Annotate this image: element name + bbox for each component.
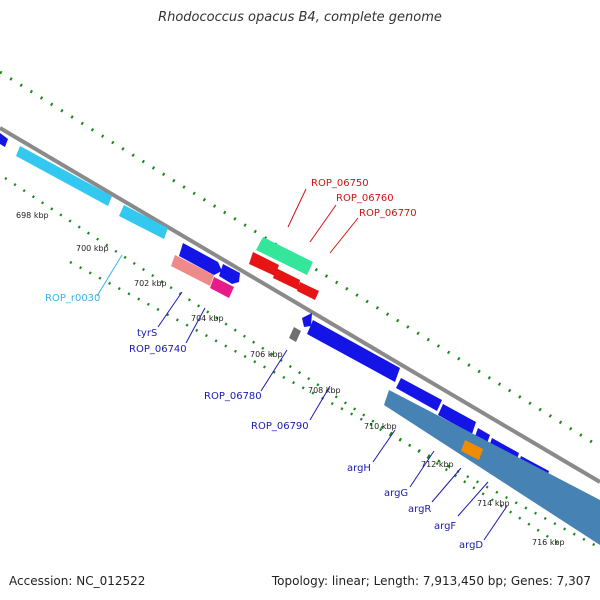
lower-features — [16, 146, 600, 545]
kbp-label: 708 kbp — [308, 386, 341, 395]
feature-argG[interactable] — [438, 404, 476, 434]
label-rop-06790[interactable]: ROP_06790 — [251, 421, 309, 432]
tick-track-lower-1 — [4, 176, 566, 550]
tick-track-upper — [0, 70, 600, 449]
kbp-label: 716 kbp — [532, 538, 565, 547]
label-argR[interactable]: argR — [408, 504, 431, 515]
label-rop-06770[interactable]: ROP_06770 — [359, 208, 417, 219]
label-tyrS[interactable]: tyrS — [137, 328, 157, 339]
feature-rop-06750[interactable] — [256, 237, 313, 275]
kbp-label: 702 kbp — [134, 279, 167, 288]
feature-steel-block[interactable] — [384, 390, 600, 545]
feature-rop-06740-magenta[interactable] — [210, 277, 234, 298]
feature-tyrS-arrow[interactable] — [179, 243, 222, 275]
feature-rna-cyan-1[interactable] — [16, 146, 112, 206]
label-rop-06760[interactable]: ROP_06760 — [336, 193, 394, 204]
kbp-label: 700 kbp — [76, 244, 109, 253]
label-rop-06780[interactable]: ROP_06780 — [204, 391, 262, 402]
feature-argH[interactable] — [396, 378, 442, 411]
feature-rop-06770-a[interactable] — [273, 268, 300, 290]
label-rop-06740[interactable]: ROP_06740 — [129, 344, 187, 355]
genome-backbone — [0, 126, 600, 484]
tick-track-lower-2 — [69, 260, 600, 550]
feature-rop-06780[interactable] — [302, 313, 312, 327]
label-rop-06750[interactable]: ROP_06750 — [311, 178, 369, 189]
feature-grey-small — [289, 327, 301, 342]
map-title: Rhodococcus opacus B4, complete genome — [158, 10, 442, 25]
feature-rop-06740-pink[interactable] — [171, 255, 214, 286]
label-rop-r0030[interactable]: ROP_r0030 — [45, 293, 100, 304]
feature-rop-06770-b[interactable] — [297, 282, 319, 300]
feature-blue-small[interactable] — [219, 264, 240, 284]
feature-rop-06760[interactable] — [249, 252, 279, 276]
kbp-label: 714 kbp — [477, 499, 510, 508]
topology-text: Topology: linear; Length: 7,913,450 bp; … — [271, 574, 591, 588]
kbp-label: 704 kbp — [191, 314, 224, 323]
upper-features — [0, 133, 319, 300]
kbp-label: 712 kbp — [421, 460, 454, 469]
label-argH[interactable]: argH — [347, 463, 371, 474]
kbp-label: 698 kbp — [16, 211, 49, 220]
feature-rna-cyan-2[interactable] — [119, 205, 168, 239]
accession-text: Accession: NC_012522 — [9, 574, 146, 588]
feature-argR-orange[interactable] — [461, 440, 483, 460]
label-argG[interactable]: argG — [384, 488, 408, 499]
kbp-label: 710 kbp — [364, 422, 397, 431]
feature-blue-left-edge[interactable] — [0, 133, 8, 147]
label-argF[interactable]: argF — [434, 521, 456, 532]
feature-rop-06790[interactable] — [307, 320, 400, 382]
label-argD[interactable]: argD — [459, 540, 483, 551]
leader-lines — [96, 188, 508, 541]
kbp-label: 706 kbp — [250, 350, 283, 359]
